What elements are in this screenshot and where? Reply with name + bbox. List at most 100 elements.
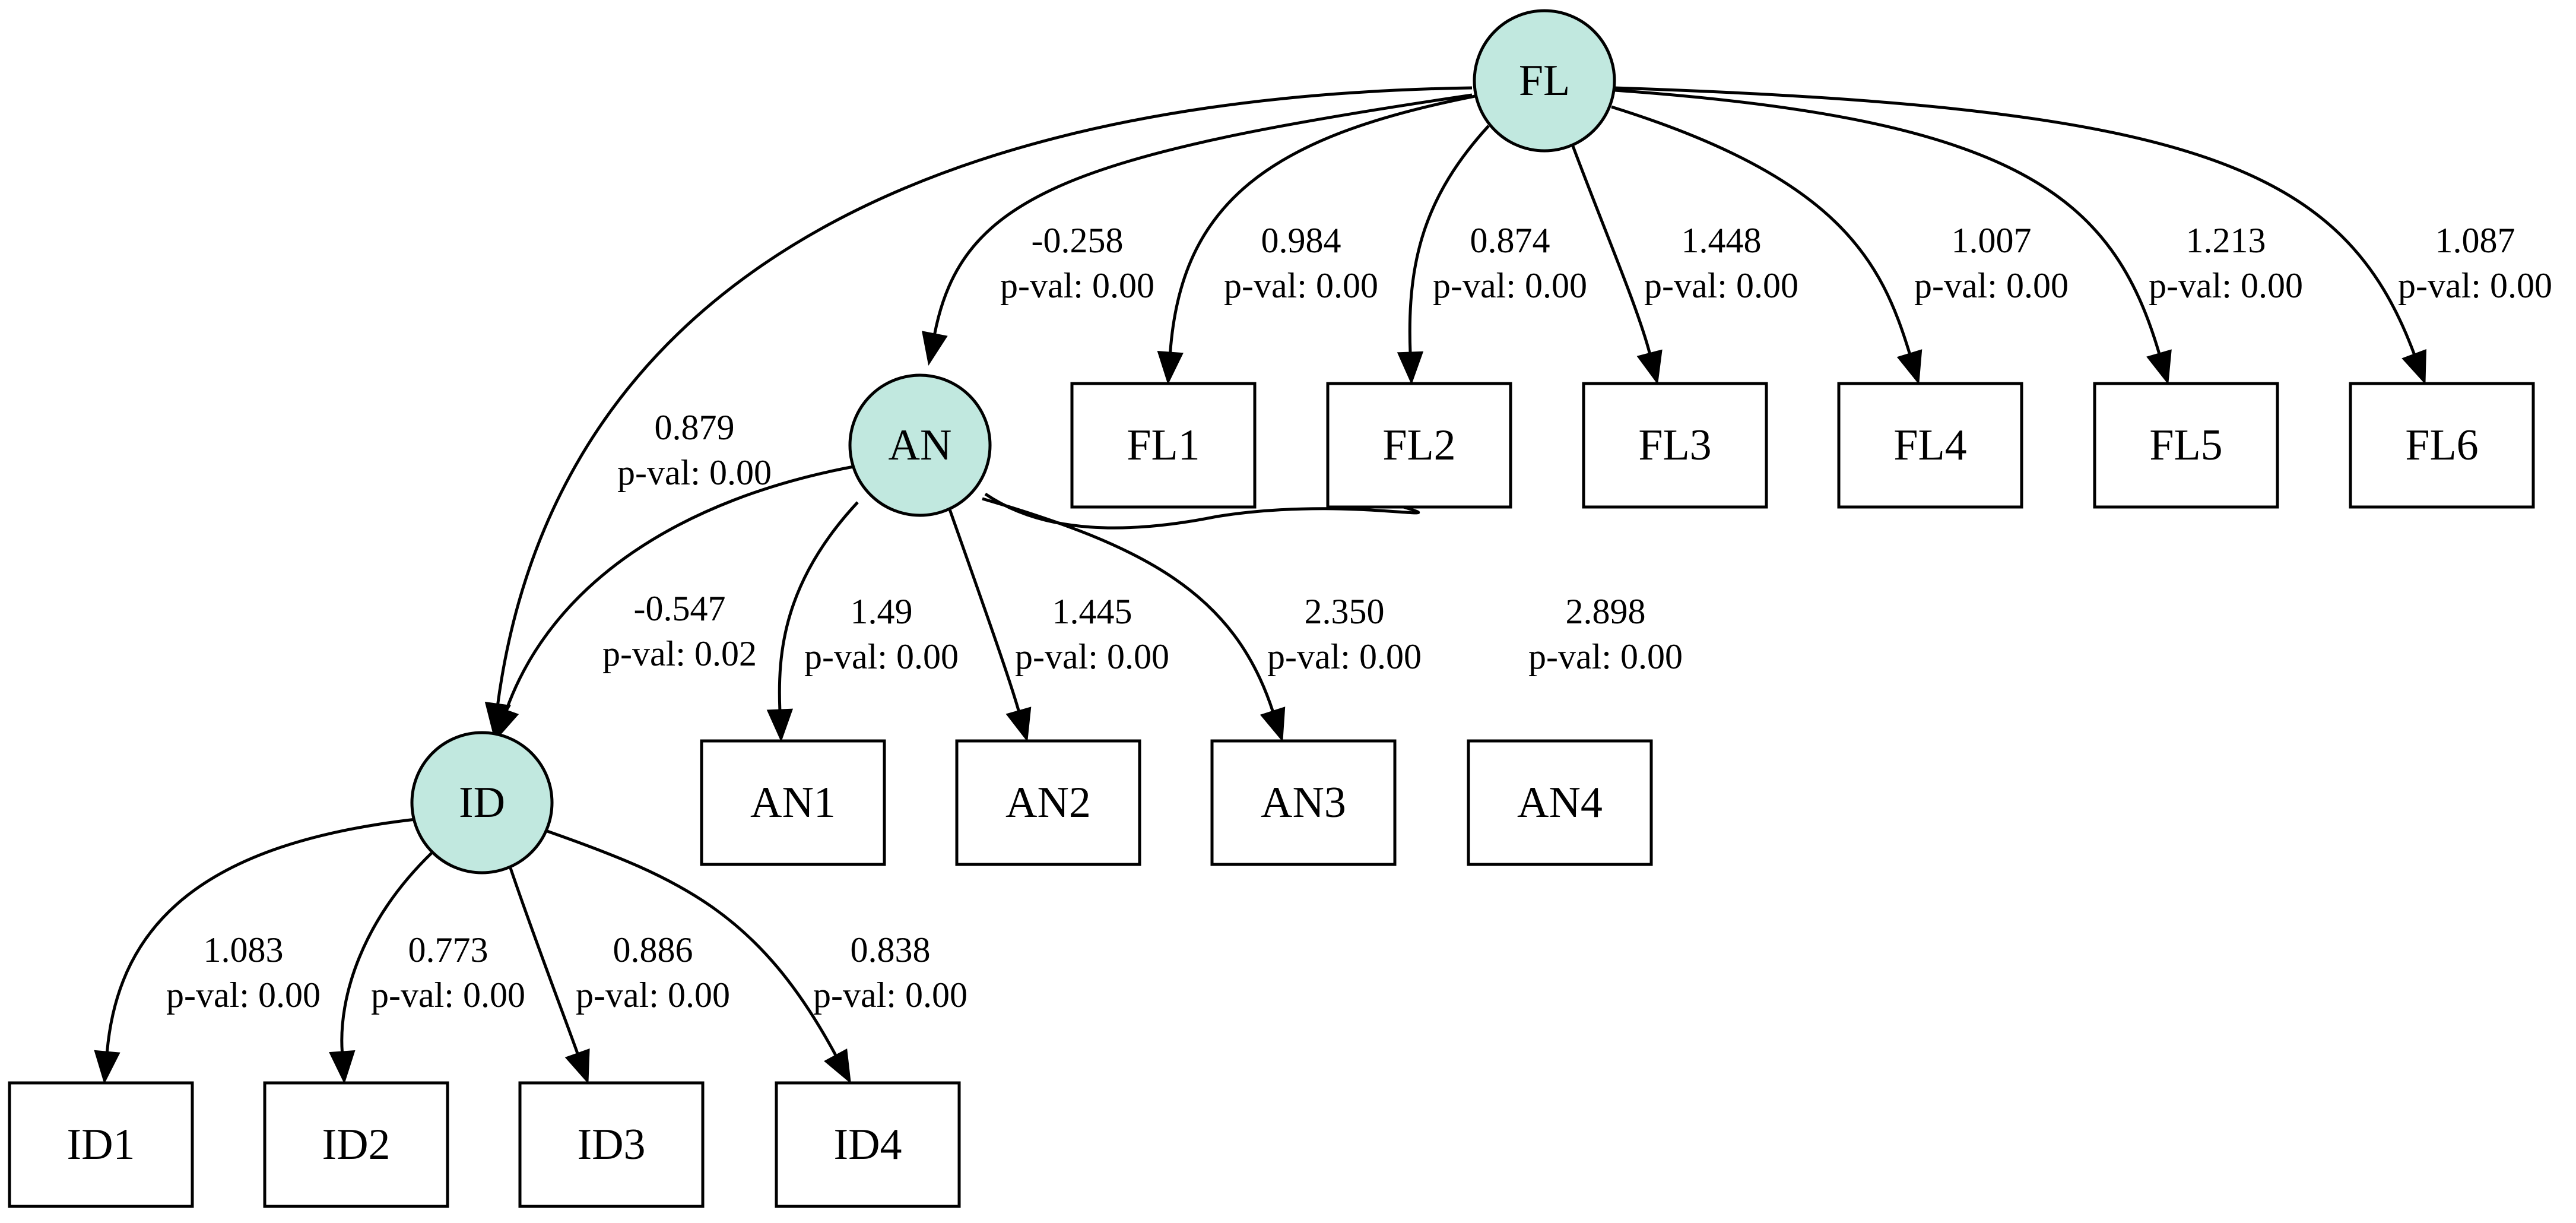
arrowhead (94, 1050, 120, 1085)
edge-estimate: 2.898 (1566, 592, 1646, 631)
node-id1: ID1 (8, 1081, 194, 1208)
node-an1: AN1 (700, 739, 886, 866)
node-id: ID (410, 731, 554, 875)
edge-an-an1: 1.49p-val: 0.00 (766, 501, 959, 743)
edge-estimate: 1.49 (851, 592, 913, 631)
arrowhead (1005, 706, 1032, 742)
edge-fl-fl1: 0.984 p-val: 0.00 (1157, 94, 1476, 385)
indicator-box (1837, 382, 2023, 509)
edge-fl-id: 0.879 p-val: 0.00 (484, 86, 1473, 736)
edge-estimate: 1.213 (2186, 221, 2266, 260)
edge-estimate: 0.879 (655, 408, 735, 447)
edge-pvalue: p-val: 0.00 (1224, 266, 1378, 305)
node-label: FL2 (1382, 421, 1455, 470)
node-label: FL6 (2405, 421, 2478, 470)
node-fl1: FL1 (1070, 382, 1257, 509)
edge-line (933, 93, 1473, 335)
latent-circle (410, 731, 554, 875)
node-id2: ID2 (263, 1081, 449, 1208)
edge-fl-fl4: 1.007 p-val: 0.00 (1611, 105, 2069, 385)
edge-pvalue: p-val: 0.02 (602, 634, 757, 673)
edge-pvalue: p-val: 0.00 (2398, 266, 2552, 305)
node-label: AN2 (1005, 778, 1091, 827)
node-an: AN (848, 373, 992, 517)
node-label: ID2 (322, 1120, 390, 1169)
arrowhead (1896, 349, 1923, 385)
edge-line (948, 509, 1020, 712)
node-label: AN3 (1261, 778, 1346, 827)
edge-pvalue: p-val: 0.00 (1528, 637, 1683, 676)
edge-pvalue: p-val: 0.00 (813, 975, 967, 1015)
edge-estimate: 0.874 (1470, 221, 1550, 260)
edge-estimate: 1.007 (1952, 221, 2032, 260)
node-fl: FL (1473, 9, 1616, 153)
edge-line (496, 86, 1473, 705)
edge-pvalue: p-val: 0.00 (576, 975, 730, 1015)
arrowhead (1636, 349, 1663, 385)
node-fl4: FL4 (1837, 382, 2023, 509)
arrowhead (1260, 706, 1286, 742)
latent-circle (1473, 9, 1616, 153)
edge-estimate: 1.087 (2435, 221, 2515, 260)
arrowhead (494, 705, 519, 741)
node-label: FL3 (1638, 421, 1711, 470)
node-label: FL1 (1127, 421, 1200, 470)
arrowhead (766, 708, 794, 743)
edge-estimate: 0.886 (613, 930, 693, 969)
edge-line (105, 818, 416, 1053)
edge-estimate: 0.838 (851, 930, 931, 969)
node-label: ID4 (833, 1120, 902, 1169)
edge-pvalue: p-val: 0.00 (166, 975, 321, 1015)
edge-pvalue: p-val: 0.00 (1644, 266, 1798, 305)
edge-id-id3: 0.886 p-val: 0.00 (509, 867, 730, 1084)
edge-estimate: 1.445 (1052, 592, 1132, 631)
edge-pvalue: p-val: 0.00 (1914, 266, 2069, 305)
arrowhead (922, 331, 948, 366)
edge-pvalue: p-val: 0.00 (617, 453, 772, 492)
edge-estimate: 0.984 (1261, 221, 1341, 260)
edge-fl-fl5: 1.213 p-val: 0.00 (1614, 88, 2303, 385)
edge-line (778, 501, 859, 711)
arrowhead (824, 1048, 851, 1084)
indicator-box (1467, 739, 1653, 866)
node-fl3: FL3 (1582, 382, 1768, 509)
arrowhead (564, 1048, 590, 1084)
edge-estimate: 0.773 (408, 930, 488, 969)
edge-line (1408, 125, 1490, 353)
edge-fl-fl3: 1.448 p-val: 0.00 (1571, 145, 1798, 385)
indicator-box (1070, 382, 1257, 509)
indicator-box (8, 1081, 194, 1208)
indicator-box (1326, 382, 1512, 509)
indicator-box (263, 1081, 449, 1208)
arrowhead (329, 1050, 356, 1085)
edge-line (340, 851, 433, 1053)
node-an2: AN2 (955, 739, 1141, 866)
arrowhead (1397, 351, 1424, 385)
node-fl5: FL5 (2093, 382, 2279, 509)
edge-pvalue: p-val: 0.00 (1433, 266, 1587, 305)
indicator-box (955, 739, 1141, 866)
node-an4: AN4 (1467, 739, 1653, 866)
node-label: FL5 (2149, 421, 2222, 470)
edge-estimate: 1.448 (1682, 221, 1762, 260)
edge-pvalue: p-val: 0.00 (1015, 637, 1169, 676)
indicator-box (775, 1081, 961, 1208)
edge-fl-fl6: 1.087 p-val: 0.00 (1614, 86, 2552, 385)
node-label: ID (459, 778, 505, 827)
node-label: FL4 (1893, 421, 1966, 470)
edge-pvalue: p-val: 0.00 (1267, 637, 1422, 676)
arrowhead (1157, 351, 1184, 385)
edge-line (1611, 105, 1911, 354)
indicator-box (700, 739, 886, 866)
indicator-box (1582, 382, 1768, 509)
latent-circle (848, 373, 992, 517)
node-label: ID1 (66, 1120, 135, 1169)
arrowhead (2401, 349, 2426, 385)
